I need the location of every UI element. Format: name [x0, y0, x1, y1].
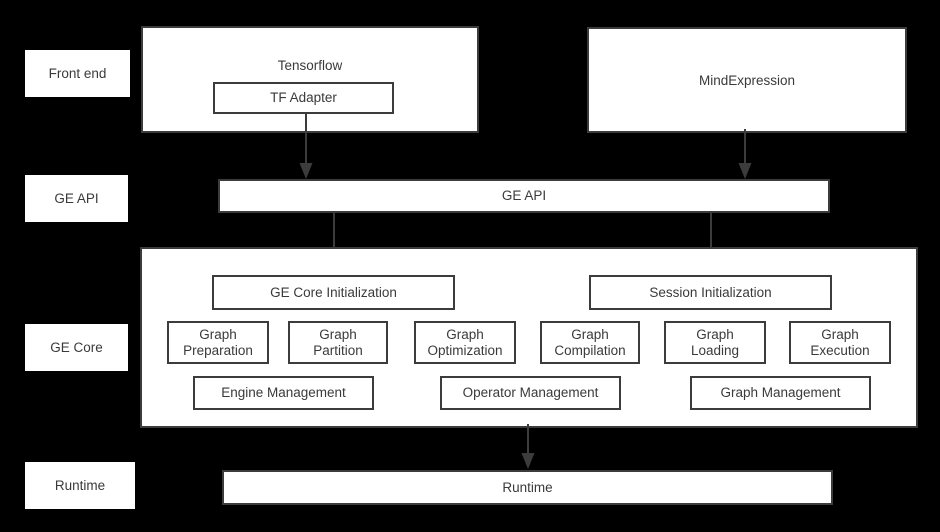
management-graph[interactable]: Graph Management	[690, 376, 871, 410]
arrow-ge-core-to-runtime	[518, 424, 538, 470]
module-graph-execution[interactable]: Graph Execution	[789, 321, 891, 364]
layer-label-runtime: Runtime	[25, 462, 135, 509]
management-operator[interactable]: Operator Management	[440, 376, 621, 410]
layer-label-runtime-text: Runtime	[54, 477, 106, 493]
module-graph-optimization[interactable]: Graph Optimization	[414, 321, 516, 364]
module-graph-loading-label: Graph Loading	[690, 326, 740, 358]
management-engine-label: Engine Management	[221, 385, 346, 401]
frontend-mindexpression-container: MindExpression	[587, 27, 907, 133]
module-graph-compilation[interactable]: Graph Compilation	[540, 321, 640, 364]
module-graph-preparation[interactable]: Graph Preparation	[167, 321, 269, 364]
module-graph-partition[interactable]: Graph Partition	[288, 321, 388, 364]
layer-label-ge-core: GE Core	[25, 324, 128, 371]
runtime-bar[interactable]: Runtime	[222, 470, 833, 505]
management-graph-label: Graph Management	[720, 385, 841, 401]
mindexpression-title: MindExpression	[698, 73, 796, 88]
runtime-bar-label: Runtime	[502, 479, 553, 495]
ge-api-bar[interactable]: GE API	[218, 179, 830, 213]
tf-adapter-box[interactable]: TF Adapter	[213, 82, 394, 114]
session-initialization-box[interactable]: Session Initialization	[589, 275, 832, 310]
arrow-tf-adapter-to-ge-api	[296, 114, 316, 180]
ge-core-initialization-box[interactable]: GE Core Initialization	[212, 275, 455, 310]
layer-label-front-end: Front end	[25, 50, 130, 97]
tensorflow-title: Tensorflow	[277, 58, 343, 73]
module-graph-partition-label: Graph Partition	[313, 326, 363, 358]
module-graph-compilation-label: Graph Compilation	[554, 326, 626, 358]
module-graph-execution-label: Graph Execution	[810, 326, 870, 358]
management-engine[interactable]: Engine Management	[193, 376, 374, 410]
module-graph-optimization-label: Graph Optimization	[427, 326, 503, 358]
tf-adapter-label: TF Adapter	[270, 90, 337, 106]
module-graph-loading[interactable]: Graph Loading	[664, 321, 766, 364]
management-operator-label: Operator Management	[462, 385, 599, 401]
layer-label-front-end-text: Front end	[48, 65, 107, 81]
layer-label-ge-core-text: GE Core	[50, 339, 103, 355]
frontend-tensorflow-container: Tensorflow	[141, 26, 479, 133]
layer-label-ge-api-text: GE API	[54, 190, 99, 206]
ge-core-initialization-label: GE Core Initialization	[270, 284, 397, 300]
module-graph-preparation-label: Graph Preparation	[183, 326, 253, 358]
ge-api-bar-label: GE API	[501, 188, 547, 204]
arrow-mindexpression-to-ge-api	[735, 129, 755, 180]
layer-label-ge-api: GE API	[25, 175, 128, 222]
session-initialization-label: Session Initialization	[649, 284, 772, 300]
